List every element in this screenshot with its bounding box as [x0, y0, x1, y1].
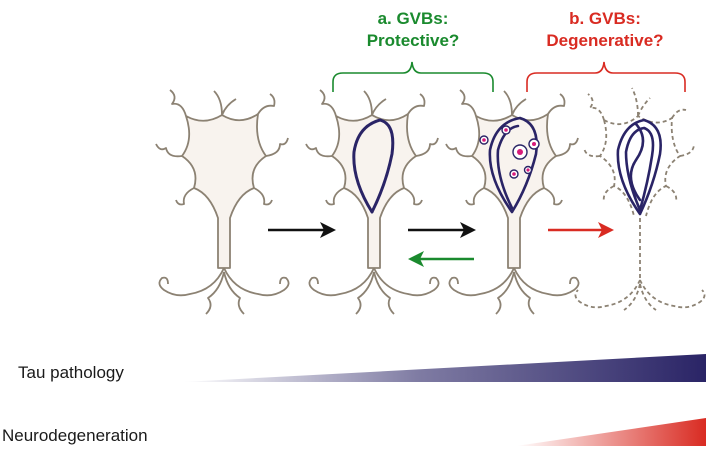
gvb-granules	[479, 125, 540, 179]
hypothesis-b-line1: b. GVBs:	[569, 9, 641, 28]
hypothesis-a-line2: Protective?	[366, 31, 460, 50]
tau-pathology-label: Tau pathology	[18, 363, 124, 382]
gvb-granule-core	[504, 128, 508, 132]
tau-neuron	[305, 89, 440, 315]
arrow-right-icon	[408, 222, 476, 238]
hypothesis-a-line1: a. GVBs:	[377, 9, 449, 28]
gvb-granule-core	[526, 168, 530, 172]
hypothesis-a-heading: a. GVBs: Protective?	[333, 8, 493, 52]
hypothesis-b-heading: b. GVBs: Degenerative?	[520, 8, 690, 52]
gvb-granule-core	[532, 142, 536, 146]
neurodegeneration-label: Neurodegeneration	[2, 426, 148, 445]
brace-icon	[526, 61, 686, 92]
neurodegeneration-gradient	[516, 418, 706, 446]
gvb-granule-core	[517, 149, 523, 155]
brace-icon	[332, 61, 494, 92]
tau-tangle	[616, 118, 662, 216]
arrow-right-icon	[548, 222, 614, 238]
hypothesis-b-line2: Degenerative?	[546, 31, 664, 50]
tau-pathology-gradient	[182, 354, 706, 382]
neuron-icon	[155, 89, 290, 315]
neuron-icon	[574, 87, 706, 311]
neuron-icon	[445, 89, 580, 315]
neuron-icon	[305, 89, 440, 315]
gvb-granule-core	[482, 138, 486, 142]
tau-tangle	[352, 118, 395, 214]
arrow-right-icon	[268, 222, 336, 238]
arrow-left-icon	[408, 251, 474, 267]
gvb-neuron	[445, 89, 580, 315]
gvb-granule-core	[512, 172, 516, 176]
degenerating-neuron	[574, 87, 706, 311]
healthy-neuron	[155, 89, 290, 315]
